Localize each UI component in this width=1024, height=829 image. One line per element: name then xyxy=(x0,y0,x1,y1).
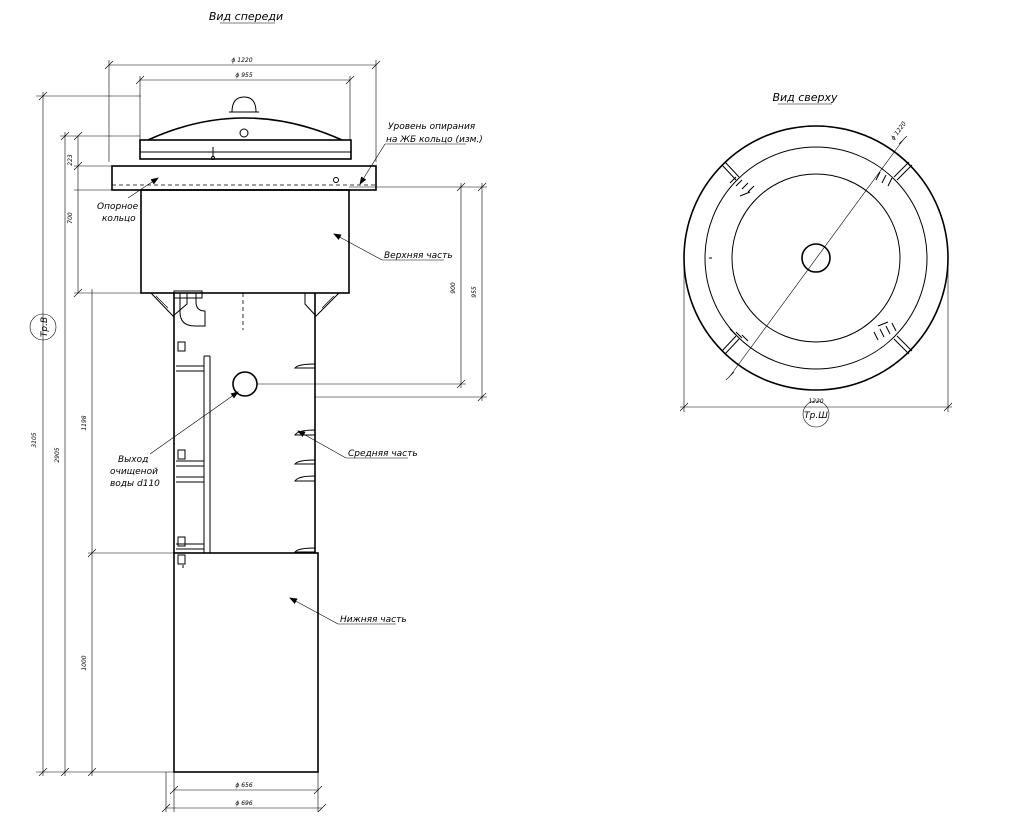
lid xyxy=(139,96,352,160)
dim-700-label: 700 xyxy=(67,212,74,224)
upper-body xyxy=(140,189,350,330)
middle-body xyxy=(173,293,316,553)
dim-955-label: ϕ 955 xyxy=(235,72,253,79)
label-ring-2: кольцо xyxy=(102,214,136,224)
left-dims: 3105 2905 223 700 1198 1000 Тр.В xyxy=(29,91,174,777)
dim-900-label: 900 xyxy=(450,282,457,294)
annotation-ring: Опорное кольцо xyxy=(97,177,159,224)
top-dim-1220-diag: ϕ 1220 xyxy=(890,120,908,141)
dim-656-label: ϕ 656 xyxy=(235,782,253,789)
dim-1000-label: 1000 xyxy=(81,655,88,670)
label-outlet-2: очищеной xyxy=(110,467,158,477)
annotation-upper: Верхняя часть xyxy=(333,233,453,261)
label-level-2: на ЖБ кольцо (изм.) xyxy=(386,135,483,145)
dim-696: ϕ 696 xyxy=(161,772,327,813)
support-ring xyxy=(111,165,377,191)
label-level-1: Уровень опирания xyxy=(388,122,476,132)
top-dim-1220: 1220 xyxy=(808,398,823,405)
right-dims: 900 955 xyxy=(258,182,487,402)
front-view-title: Вид спереди xyxy=(209,10,283,23)
label-upper: Верхняя часть xyxy=(384,251,453,261)
annotation-outlet: Выход очищеной воды d110 xyxy=(110,391,239,489)
label-middle: Средняя часть xyxy=(348,449,418,459)
dim-1198-label: 1198 xyxy=(81,415,88,430)
front-view: Вид спереди ϕ 1220 ϕ 955 xyxy=(29,10,487,813)
dim-1220-label: ϕ 1220 xyxy=(231,57,252,64)
top-view-brackets xyxy=(709,171,897,342)
label-lower: Нижняя часть xyxy=(340,615,407,625)
marker-trsh: Тр.Ш xyxy=(804,411,828,421)
dim-955-height-label: 955 xyxy=(471,286,478,298)
top-view-title: Вид сверху xyxy=(772,91,838,104)
lower-body xyxy=(173,552,319,773)
dim-2905-label: 2905 xyxy=(54,447,61,462)
annotation-middle: Средняя часть xyxy=(297,430,418,459)
dim-3105-label: 3105 xyxy=(31,432,38,447)
annotation-lower: Нижняя часть xyxy=(289,597,407,625)
annotation-level: Уровень опирания на ЖБ кольцо (изм.) xyxy=(359,122,483,185)
dim-955: ϕ 955 xyxy=(135,72,355,140)
label-outlet-3: воды d110 xyxy=(110,479,160,489)
label-outlet-1: Выход xyxy=(118,455,148,465)
dim-696-label: ϕ 696 xyxy=(235,800,253,807)
dim-223-label: 223 xyxy=(67,154,74,166)
dim-656: ϕ 656 xyxy=(169,772,323,812)
dim-1220: ϕ 1220 xyxy=(104,57,381,162)
top-view: Вид сверху ϕ 1220 1220 Тр.Ш xyxy=(679,91,953,428)
label-ring-1: Опорное xyxy=(97,202,139,212)
marker-trv: Тр.В xyxy=(40,317,50,337)
